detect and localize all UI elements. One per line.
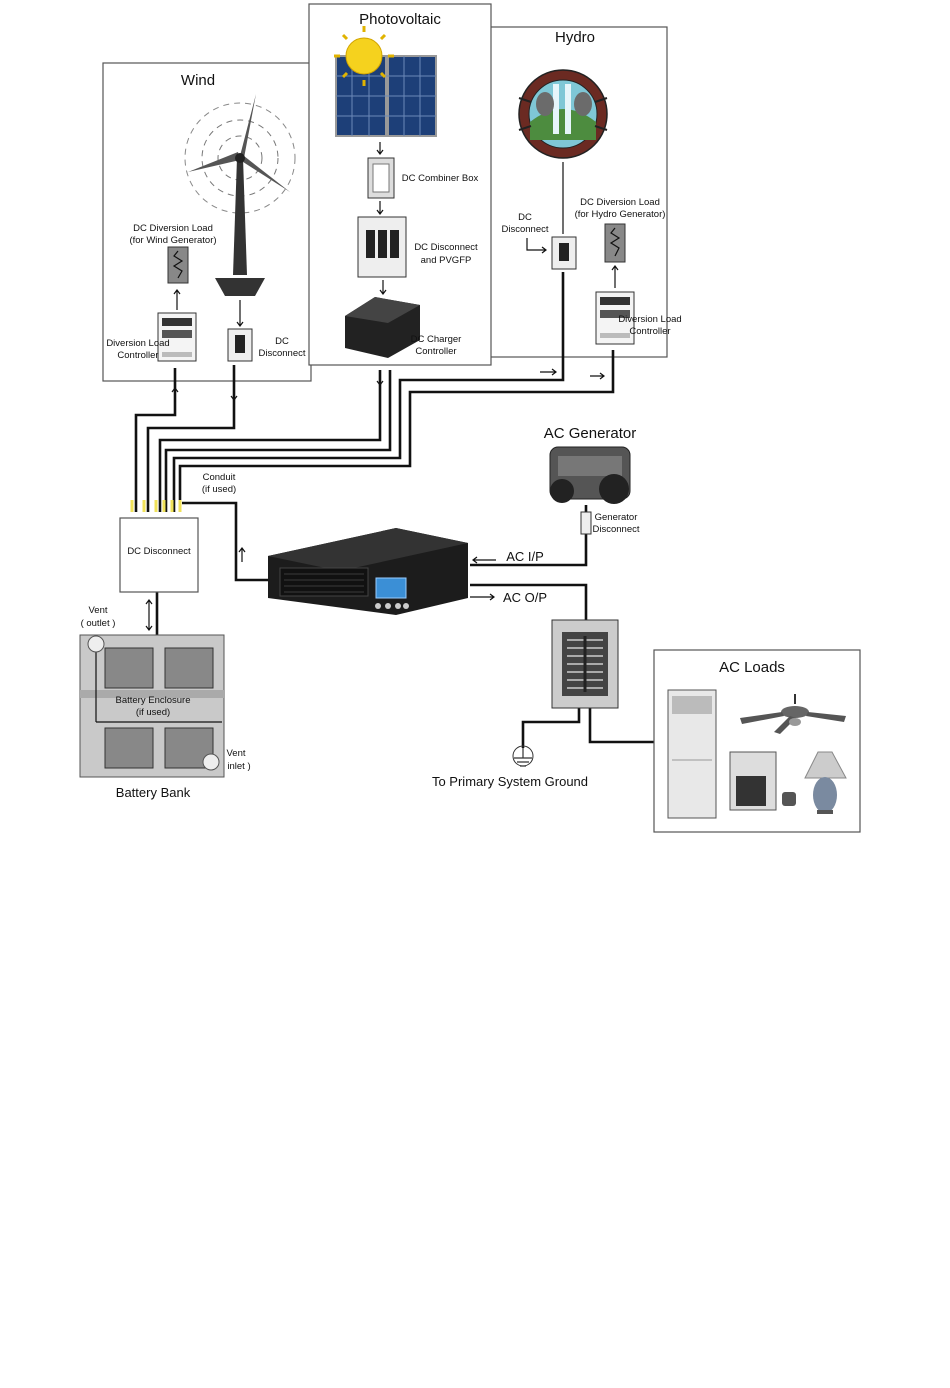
pv-disconnect-label: DC Disconnect <box>414 242 478 253</box>
ground-icon <box>512 745 534 767</box>
hydro-controller-sublabel: Controller <box>629 326 670 337</box>
wind-diversion-load-icon <box>167 246 189 284</box>
inverter-icon <box>268 528 468 615</box>
arrow-ac-op <box>470 593 495 601</box>
pv-disconnect-sublabel: and PVGFP <box>421 255 472 266</box>
battery-enclosure-sublabel: (if used) <box>136 707 170 718</box>
dc-disconnect-box: DC Disconnect <box>119 517 199 593</box>
ac-op-label: AC O/P <box>503 590 547 605</box>
wind-dc-disconnect-icon <box>227 328 253 362</box>
generator-disconnect-label: Generator <box>595 512 638 523</box>
wind-controller-label: Diversion Load <box>106 338 169 349</box>
hydro-disconnect-label: DC <box>518 212 532 223</box>
arrow-conduit <box>238 547 246 562</box>
battery-enclosure <box>79 634 225 778</box>
wind-disconnect-label: DC <box>275 336 289 347</box>
vent-outlet-sublabel: ( outlet ) <box>81 618 116 629</box>
dc-combiner-box-icon <box>367 157 395 199</box>
arrow-down-wind <box>230 385 238 401</box>
wind-disconnect-sublabel: Disconnect <box>259 348 306 359</box>
arrow-hydro <box>540 368 557 376</box>
hydro-panel: Hydro DC Disconnect DC Diversion Load (f… <box>489 26 682 358</box>
hydro-diversion-load-icon <box>604 223 626 263</box>
wind-controller-sublabel: Controller <box>117 350 158 361</box>
arrow-hydro-2 <box>590 372 605 380</box>
hydro-turbine-icon <box>518 69 608 159</box>
wind-diversion-load-label: DC Diversion Load <box>133 223 213 234</box>
dc-charger-controller-icon <box>345 297 420 358</box>
ac-breaker-panel-icon <box>551 619 619 709</box>
wiring <box>130 272 654 748</box>
generator-disconnect-sublabel: Disconnect <box>593 524 640 535</box>
ac-ip-label: AC I/P <box>506 549 544 564</box>
hydro-controller-label: Diversion Load <box>618 314 681 325</box>
ac-generator-title: AC Generator <box>544 425 637 442</box>
ac-generator-icon <box>549 446 631 504</box>
combiner-label: DC Combiner Box <box>402 173 479 184</box>
wind-diversion-load-sublabel: (for Wind Generator) <box>129 235 216 246</box>
ceiling-fan-icon <box>740 694 846 734</box>
conduit-sublabel: (if used) <box>202 484 236 495</box>
hydro-disconnect-sublabel: Disconnect <box>502 224 549 235</box>
ground-label: To Primary System Ground <box>432 774 588 789</box>
arrow-battery <box>145 599 153 631</box>
wind-turbine-icon <box>184 94 296 296</box>
hydro-diversion-load-sublabel: (for Hydro Generator) <box>575 209 666 220</box>
wind-panel: Wind DC Diversion Load (for Wind Generat… <box>102 62 312 382</box>
charger-sublabel: Controller <box>415 346 456 357</box>
sun-icon <box>334 26 394 86</box>
generator-disconnect-icon <box>580 511 592 535</box>
vent-inlet-label: Vent <box>226 748 245 759</box>
battery-bank-label: Battery Bank <box>116 785 191 800</box>
pv-dc-disconnect-icon <box>357 216 407 278</box>
ac-loads-panel: AC Loads <box>653 649 861 833</box>
hydro-diversion-controller-icon <box>595 291 635 345</box>
arrow-up-wind <box>171 387 179 402</box>
hydro-title: Hydro <box>555 29 595 46</box>
hydro-dc-disconnect-icon <box>551 236 577 270</box>
vent-outlet-label: Vent <box>88 605 107 616</box>
air-conditioner-icon <box>667 689 717 819</box>
hydro-diversion-load-label: DC Diversion Load <box>580 197 660 208</box>
vent-outlet-icon <box>87 635 105 653</box>
lamp-icon <box>804 751 847 814</box>
charger-label: DC Charger <box>411 334 462 345</box>
ac-loads-title: AC Loads <box>719 659 785 676</box>
wind-title: Wind <box>181 72 215 89</box>
arrow-down-pv <box>376 372 384 386</box>
arrow-ac-ip <box>472 556 496 564</box>
conduit-label: Conduit <box>203 472 236 483</box>
wind-diversion-controller-icon <box>157 312 197 362</box>
photovoltaic-panel: Photovoltaic DC Combiner Box DC Disconne… <box>308 3 492 366</box>
photovoltaic-title: Photovoltaic <box>359 11 441 28</box>
dc-disconnect-label: DC Disconnect <box>127 546 191 557</box>
battery-enclosure-label: Battery Enclosure <box>116 695 191 706</box>
vent-inlet-sublabel: inlet ) <box>227 761 250 772</box>
coffee-maker-icon <box>729 751 796 811</box>
vent-inlet-icon <box>202 753 220 771</box>
